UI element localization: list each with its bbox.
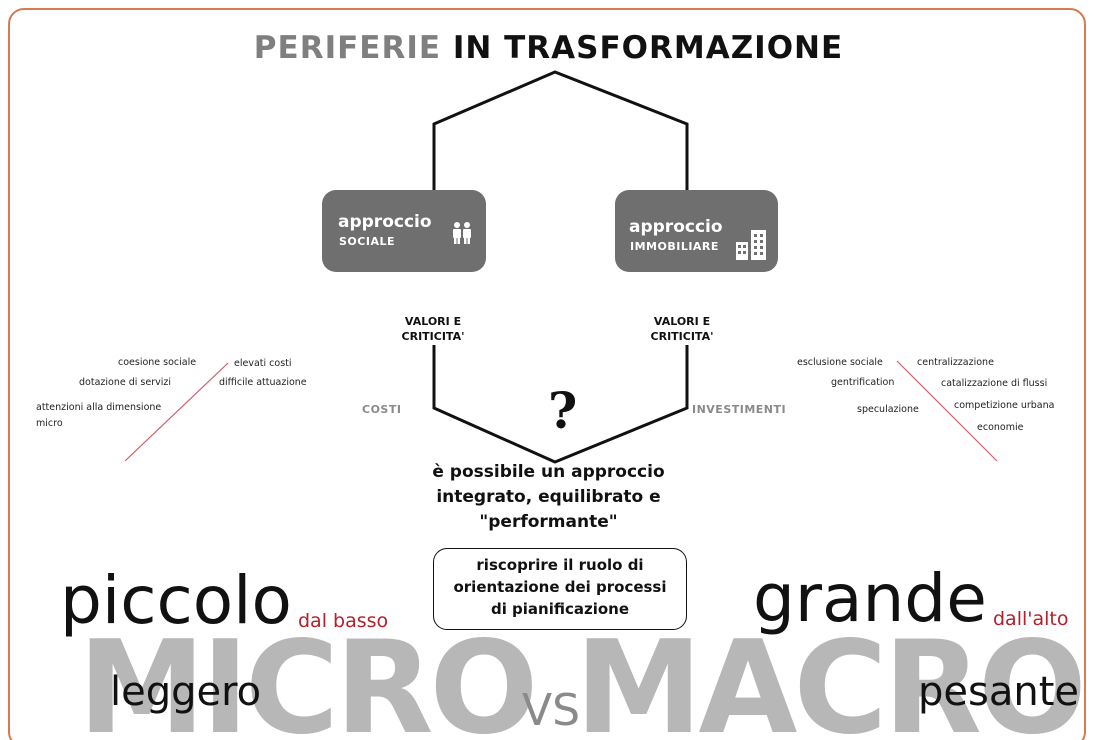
page-title: PERIFERIE IN TRASFORMAZIONE — [0, 30, 1097, 66]
vs-word: VS — [522, 685, 581, 736]
piccolo-word: piccolo — [60, 562, 292, 639]
bottom-connector — [432, 345, 689, 464]
rediscover-box: riscoprire il ruolo di orientazione dei … — [433, 548, 687, 630]
left-pro-4: micro — [36, 418, 63, 429]
title-periferie: PERIFERIE — [253, 30, 442, 66]
left-valori-label: VALORI E CRITICITA' — [383, 314, 483, 344]
right-con-2: catalizzazione di flussi — [941, 378, 1048, 389]
top-connector — [432, 70, 689, 192]
right-pro-2: gentrification — [831, 377, 895, 388]
sociale-label: SOCIALE — [339, 235, 395, 248]
approccio-immobiliare-box: approccio IMMOBILIARE — [615, 190, 778, 272]
grande-word: grande — [753, 560, 987, 637]
right-con-4: economie — [977, 422, 1024, 433]
right-con-3: competizione urbana — [954, 400, 1055, 411]
rediscover-line-1: riscoprire il ruolo di — [476, 556, 644, 574]
approccio-sociale-box: approccio SOCIALE — [322, 190, 486, 272]
left-con-2: difficile attuazione — [219, 377, 307, 388]
leggero-word: leggero — [110, 669, 262, 715]
left-valori-line2: CRITICITA' — [401, 330, 465, 343]
right-valori-label: VALORI E CRITICITA' — [632, 314, 732, 344]
left-pro-1: coesione sociale — [118, 357, 197, 368]
dall-alto-word: dall'alto — [993, 608, 1069, 630]
right-pro-1: esclusione sociale — [797, 357, 883, 368]
question-line-1: è possibile un approccio — [432, 462, 665, 482]
question-text: è possibile un approccio integrato, equi… — [0, 460, 1097, 535]
dal-basso-word: dal basso — [298, 610, 389, 632]
immobiliare-label: IMMOBILIARE — [630, 240, 719, 253]
question-line-3: "performante" — [479, 512, 618, 532]
approccio-immobiliare-label: approccio — [629, 217, 723, 237]
costi-label: COSTI — [362, 403, 402, 416]
left-con-1: elevati costi — [234, 358, 292, 369]
frame-border — [8, 8, 1086, 740]
title-trasformazione: IN TRASFORMAZIONE — [452, 30, 844, 66]
question-line-2: integrato, equilibrato e — [436, 487, 661, 507]
question-mark: ? — [548, 381, 578, 440]
macro-word: MACRO — [575, 614, 1087, 740]
rediscover-line-2: orientazione dei processi — [453, 578, 667, 596]
left-valori-line1: VALORI E — [404, 315, 462, 328]
right-divider-line — [896, 360, 998, 462]
right-pro-3: speculazione — [857, 404, 919, 415]
investimenti-label: INVESTIMENTI — [692, 403, 787, 416]
right-valori-line1: VALORI E — [653, 315, 711, 328]
right-con-1: centralizzazione — [917, 357, 994, 368]
left-pro-2: dotazione di servizi — [79, 377, 171, 388]
right-valori-line2: CRITICITA' — [650, 330, 714, 343]
rediscover-line-3: di pianificazione — [490, 600, 630, 618]
buildings-icon — [736, 230, 766, 260]
left-pro-3: attenzioni alla dimensione — [36, 402, 162, 413]
micro-word: MICRO — [78, 614, 538, 740]
approccio-sociale-label: approccio — [338, 212, 432, 232]
people-icon — [453, 222, 471, 244]
left-divider-line — [124, 362, 229, 462]
pesante-word: pesante — [918, 669, 1079, 715]
